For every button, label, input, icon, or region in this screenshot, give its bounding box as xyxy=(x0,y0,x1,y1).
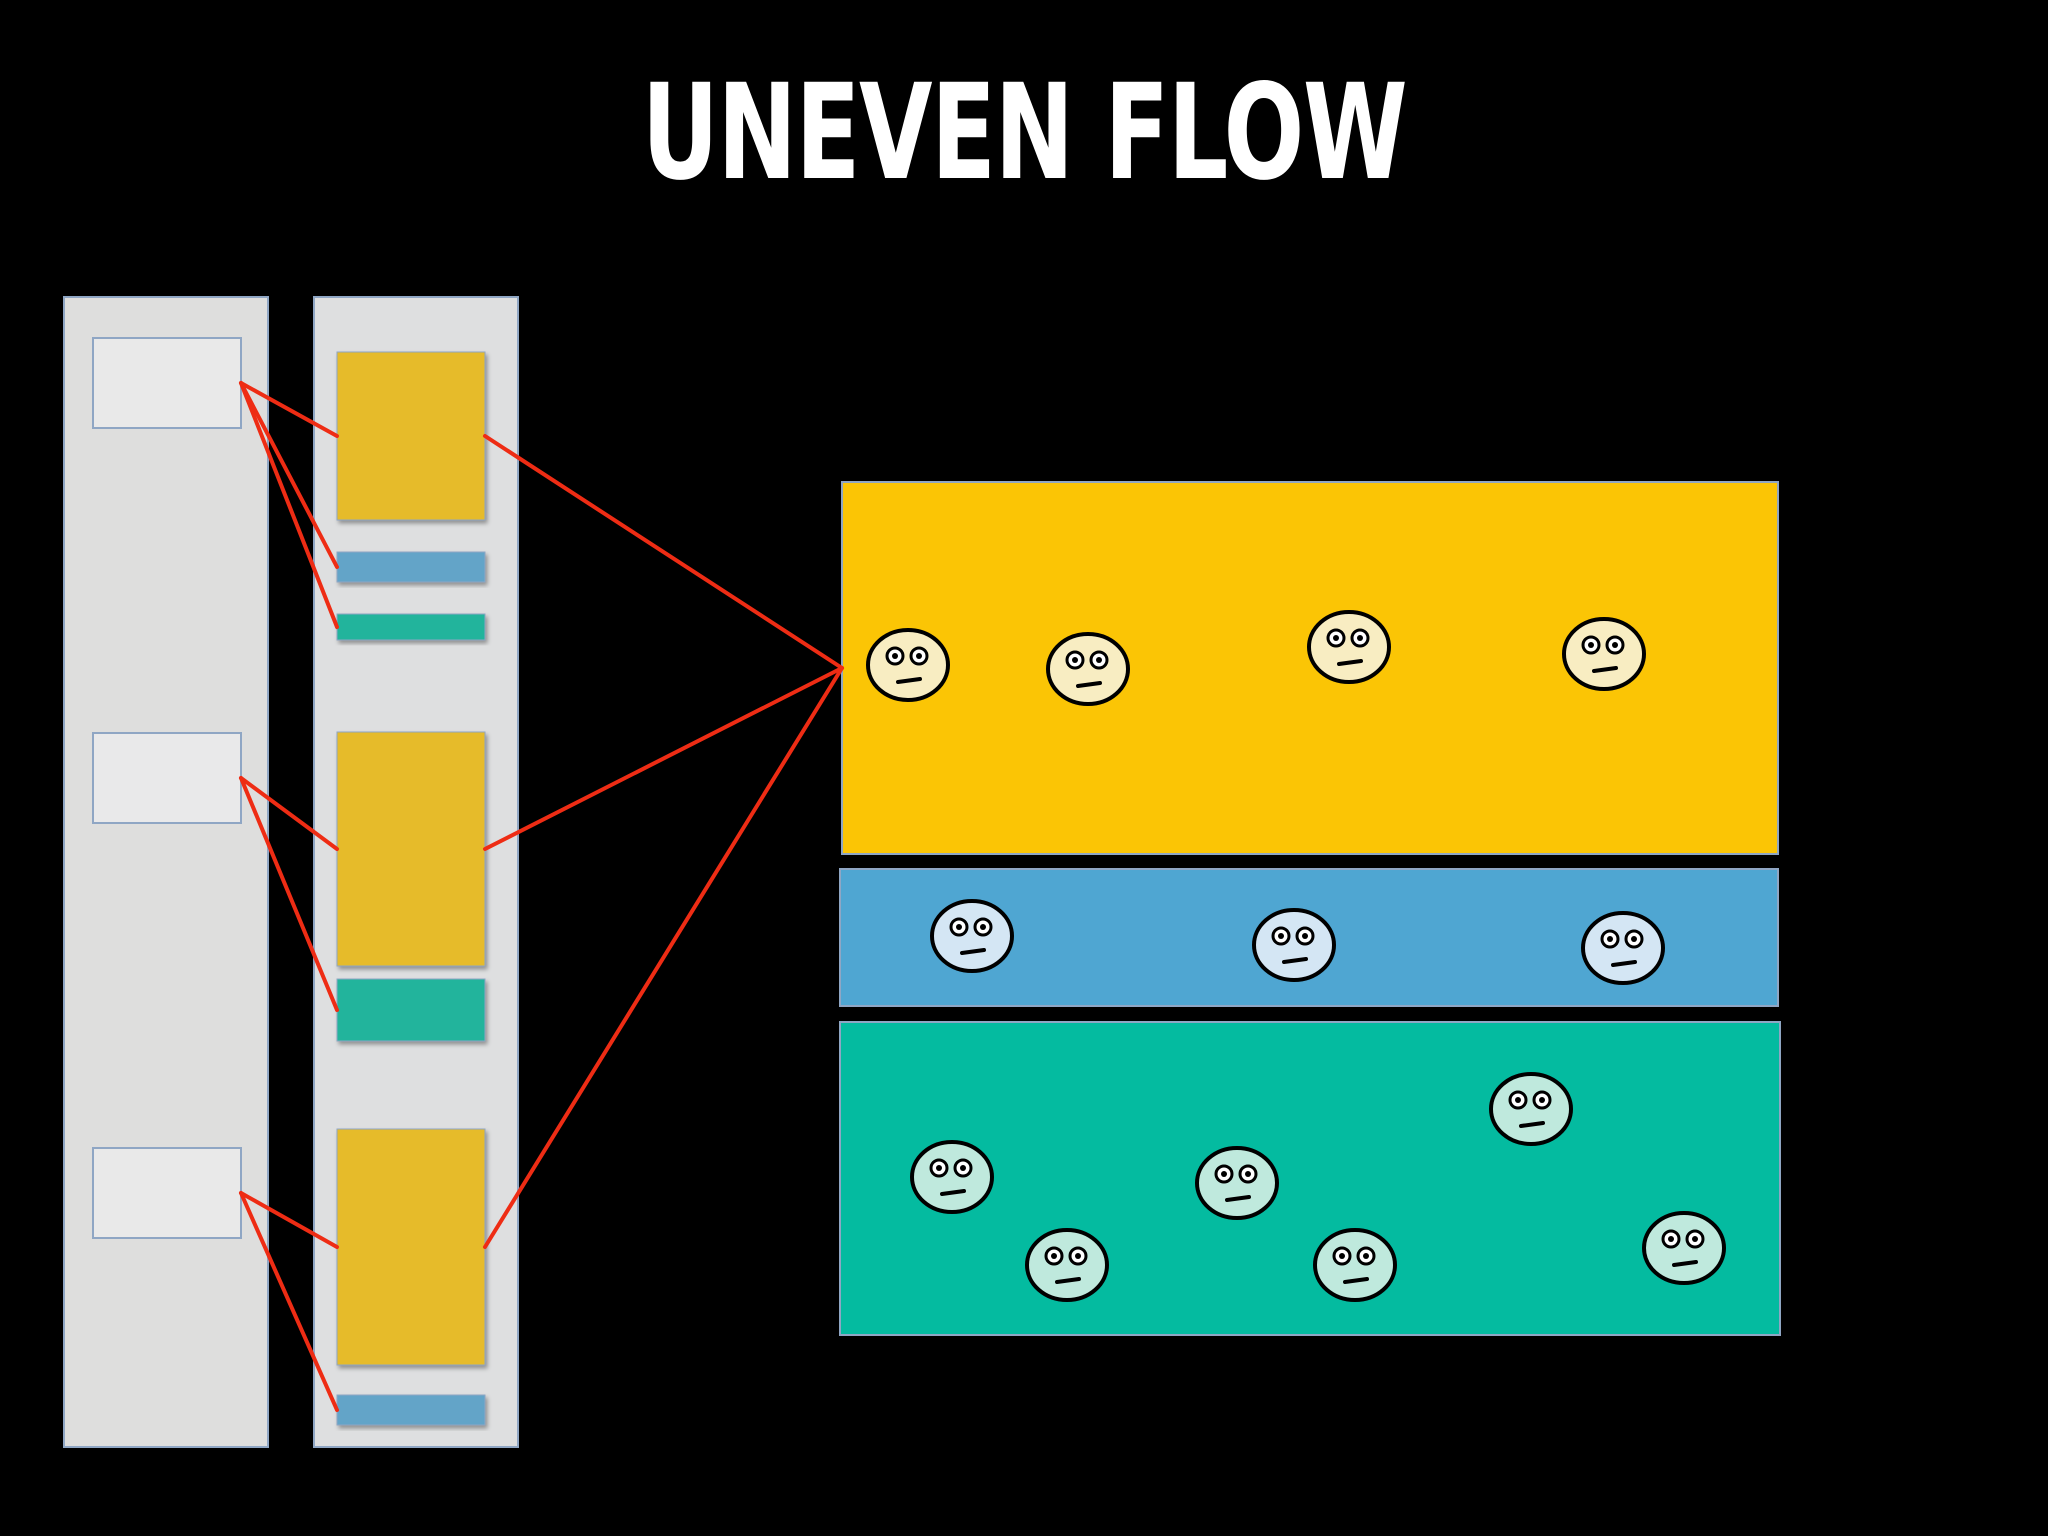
connector-block2-lane xyxy=(483,666,844,851)
work-block-blue-1 xyxy=(336,551,486,583)
connector-block1-lane xyxy=(483,434,844,670)
worker-faces xyxy=(866,610,1726,1302)
worried-face-icon xyxy=(1313,1228,1397,1302)
work-block-yellow-2 xyxy=(336,731,486,967)
worried-face-icon xyxy=(1307,610,1391,684)
task-card-3 xyxy=(92,1147,242,1239)
worried-face-icon xyxy=(1252,908,1336,982)
worried-face-icon xyxy=(930,899,1014,973)
connector-card2-yellow xyxy=(239,776,339,851)
worried-face-icon xyxy=(1562,617,1646,691)
connector-lines xyxy=(239,381,844,1412)
work-block-yellow-1 xyxy=(336,351,486,521)
worried-face-icon xyxy=(1046,632,1130,706)
task-card-1 xyxy=(92,337,242,429)
task-card-2 xyxy=(92,732,242,824)
connector-card1-blue xyxy=(239,381,339,569)
connector-card2-teal xyxy=(239,776,339,1012)
slide-title: UNEVEN FLOW xyxy=(641,56,1408,210)
worried-face-icon xyxy=(1025,1228,1109,1302)
worried-face-icon xyxy=(1642,1211,1726,1285)
work-block-teal-2 xyxy=(336,978,486,1042)
worried-face-icon xyxy=(1489,1072,1573,1146)
worried-face-icon xyxy=(1195,1146,1279,1220)
work-block-teal-1 xyxy=(336,613,486,641)
source-column-left xyxy=(63,296,269,1448)
connector-card3-blue xyxy=(239,1191,339,1412)
worried-face-icon xyxy=(1581,911,1665,985)
work-block-yellow-3 xyxy=(336,1128,486,1366)
connector-card1-yellow xyxy=(239,381,339,438)
lane-teal xyxy=(839,1021,1781,1336)
worried-face-icon xyxy=(910,1140,994,1214)
connector-card3-yellow xyxy=(239,1191,339,1249)
connector-card1-teal xyxy=(239,381,339,629)
connector-block3-lane xyxy=(483,666,844,1249)
work-block-blue-3 xyxy=(336,1394,486,1426)
worried-face-icon xyxy=(866,628,950,702)
